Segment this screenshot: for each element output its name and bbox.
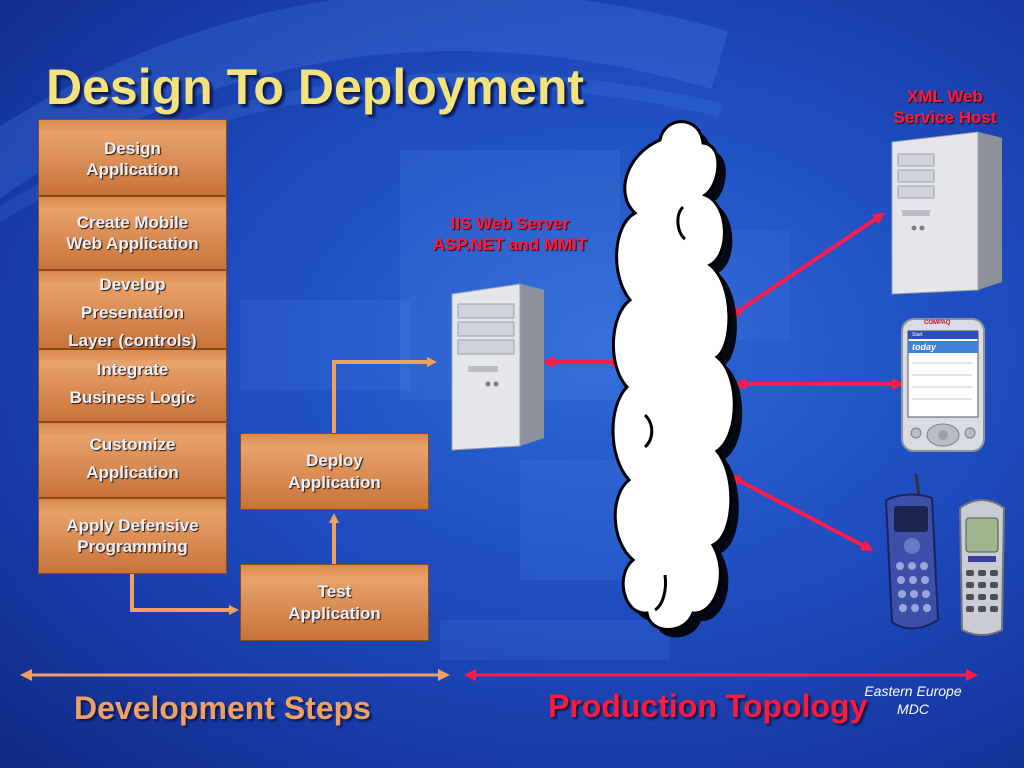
step-line: Customize	[89, 435, 176, 454]
step-line: Develop	[99, 275, 166, 294]
step-line: Apply Defensive	[66, 516, 199, 535]
credit-label: Eastern Europe MDC	[848, 682, 978, 718]
pda-device-icon: COMPAQ Start today	[900, 317, 986, 453]
step-create-mobile-web-application: Create Mobile Web Application	[38, 196, 227, 270]
production-topology-label: Production Topology	[548, 688, 868, 724]
step-apply-defensive-programming: Apply Defensive Programming	[38, 498, 227, 574]
xml-label-line: XML Web	[907, 87, 983, 106]
arrow-cloud-phones	[728, 475, 874, 551]
arrow-cloud-xml-host	[729, 212, 885, 318]
pda-start-label: Start	[912, 332, 923, 338]
flip-phone-icon	[958, 499, 1006, 636]
step-integrate-business-logic: Integrate Business Logic	[38, 349, 227, 422]
pda-brand-label: COMPAQ	[924, 320, 951, 326]
internet-cloud-icon	[611, 120, 743, 638]
xml-label-line: Service Host	[893, 108, 997, 128]
slide-title: Design To Deployment	[46, 59, 585, 115]
step-line: Programming	[77, 537, 188, 557]
step-line: Business Logic	[69, 388, 196, 408]
step-design-application: Design Application	[38, 119, 227, 196]
mobile-phone-icon	[884, 473, 940, 630]
iis-server-label: IIS Web Server ASP.NET and MMIT	[400, 213, 620, 256]
credit-line: MDC	[897, 701, 929, 718]
development-steps-label: Development Steps	[74, 690, 371, 726]
arrow-deploy-to-server	[332, 357, 437, 433]
step-line: Web Application	[66, 234, 199, 254]
step-customize-application: Customize Application	[38, 422, 227, 498]
step-line: Create Mobile	[76, 213, 189, 232]
step-line: Presentation	[81, 303, 184, 323]
step-line: Design	[104, 139, 161, 158]
step-deploy-application: Deploy Application	[240, 433, 429, 510]
step-line: Application	[288, 603, 381, 623]
xml-host-label: XML Web Service Host	[870, 86, 1020, 129]
credit-line: Eastern Europe	[864, 683, 962, 699]
step-line: Integrate	[96, 360, 169, 379]
step-line: Application	[86, 160, 179, 180]
step-line: Application	[288, 472, 381, 492]
step-line: Layer (controls)	[68, 331, 197, 351]
iis-label-line: ASP.NET and MMIT	[432, 235, 588, 255]
iis-server-tower-icon	[451, 283, 544, 451]
step-line: Application	[86, 463, 179, 483]
step-test-application: Test Application	[240, 564, 429, 641]
step-line: Test	[317, 582, 352, 602]
pda-today-label: today	[912, 342, 937, 352]
iis-label-line: IIS Web Server	[450, 214, 570, 233]
step-develop-presentation-layer: Develop Presentation Layer (controls)	[38, 270, 227, 350]
xml-host-server-tower-icon	[891, 131, 1002, 295]
arrow-apply-to-test	[130, 574, 239, 615]
step-line: Deploy	[306, 451, 363, 471]
